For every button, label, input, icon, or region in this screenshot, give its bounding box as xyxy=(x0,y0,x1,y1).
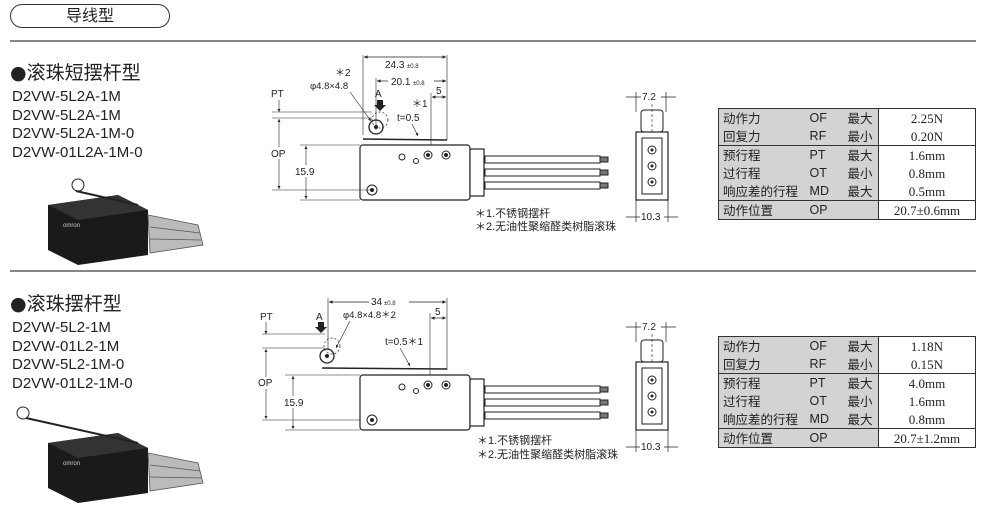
spec-cell: 最小 xyxy=(843,164,879,182)
spec-cell: ±0.8 xyxy=(407,64,419,70)
model-number: D2VW-01L2-1M xyxy=(12,337,120,355)
spec-cell: 20.7±0.6mm xyxy=(878,200,976,220)
model-number: D2VW-5L2A-1M xyxy=(12,88,121,105)
model-list: D2VW-5L2A-1M D2VW-5L2A-1M D2VW-5L2A-1M-0… xyxy=(12,88,143,162)
spec-cell: 0.5mm xyxy=(878,182,976,201)
spec-cell: ＊1 xyxy=(412,99,428,110)
spec-cell: 7.2 xyxy=(642,322,656,333)
spec-cell: 10.3 xyxy=(641,442,661,453)
spec-cell: 过行程 xyxy=(718,164,806,182)
spec-cell: 0.20N xyxy=(878,127,976,146)
model-number: D2VW-5L2A-1M-0 xyxy=(12,125,135,142)
spec-cell: MD xyxy=(805,410,844,429)
spec-cell: ＊2 xyxy=(335,68,351,79)
spec-cell: 7.2 xyxy=(642,92,656,103)
spec-cell: 最小 xyxy=(843,355,879,374)
dimension-drawing: 34±0.8 5 φ4.8×4.8＊2 A t=0.5＊1 PT OP 15.9… xyxy=(257,296,678,461)
section-header-pill: 导线型 xyxy=(10,4,170,28)
spec-cell: φ4.8×4.8＊2 xyxy=(343,310,396,321)
spec-cell: 最大 xyxy=(843,336,879,355)
spec-cell: 最大 xyxy=(843,410,879,429)
spec-cell: 最大 xyxy=(843,145,879,164)
spec-cell: OP xyxy=(271,149,286,160)
spec-cell: 2.25N xyxy=(878,108,976,127)
spec-cell: 20.1 xyxy=(391,77,411,88)
spec-cell: 10.3 xyxy=(641,212,661,223)
spec-cell: φ4.8×4.8 xyxy=(310,81,348,92)
spec-cell: PT xyxy=(805,145,844,164)
spec-cell: OF xyxy=(805,108,844,127)
spec-cell: RF xyxy=(805,127,844,146)
spec-cell: 0.15N xyxy=(878,355,976,374)
spec-cell: 动作位置 xyxy=(718,200,806,220)
spec-cell: 0.8mm xyxy=(878,164,976,182)
spec-cell: ＊2.无油性聚缩醛类树脂滚珠 xyxy=(477,447,618,461)
spec-cell: A xyxy=(375,89,382,100)
model-number: D2VW-5L2-1M-0 xyxy=(12,356,125,373)
model-number: D2VW-5L2-1M xyxy=(12,319,111,336)
spec-cell xyxy=(843,428,879,448)
spec-cell: ＊1.不锈钢摆杆 xyxy=(477,433,552,447)
spec-cell: PT xyxy=(805,373,844,392)
model-list: D2VW-5L2-1M D2VW-01L2-1M D2VW-5L2-1M-0 D… xyxy=(12,319,133,393)
spec-cell: 1.18N xyxy=(878,336,976,355)
spec-cell: OT xyxy=(805,392,844,410)
product-photo xyxy=(47,178,204,266)
spec-cell xyxy=(843,200,879,220)
spec-cell: 24.3 xyxy=(385,60,405,71)
spec-cell: 4.0mm xyxy=(878,373,976,392)
spec-cell: 动作力 xyxy=(718,108,806,127)
spec-cell: 5 xyxy=(436,86,442,97)
section-title: ●滚珠短摆杆型 xyxy=(10,62,141,84)
spec-cell: 预行程 xyxy=(718,373,806,392)
spec-cell: 15.9 xyxy=(295,167,315,178)
spec-cell: ±0.8 xyxy=(384,301,396,307)
spec-cell: 回复力 xyxy=(718,127,806,146)
spec-cell: 最大 xyxy=(843,182,879,201)
spec-cell: 动作位置 xyxy=(718,428,806,448)
spec-cell: ＊1.不锈钢摆杆 xyxy=(475,206,550,220)
spec-cell: 响应差的行程 xyxy=(718,410,806,429)
divider xyxy=(10,40,976,42)
section-title: ●滚珠摆杆型 xyxy=(10,293,122,315)
spec-cell: 最小 xyxy=(843,392,879,410)
dimension-drawing: 24.3±0.8 20.1±0.8 5 ＊2 φ4.8×4.8 A ＊1 t=0… xyxy=(270,55,678,233)
spec-cell: OP xyxy=(805,428,844,448)
spec-cell: 34 xyxy=(371,297,383,308)
spec-cell: 最大 xyxy=(843,108,879,127)
spec-cell: MD xyxy=(805,182,844,201)
spec-cell: t=0.5＊1 xyxy=(385,337,424,348)
model-number: D2VW-5L2A-1M xyxy=(12,106,121,124)
spec-cell: PT xyxy=(271,89,284,100)
spec-cell: 回复力 xyxy=(718,355,806,374)
spec-cell: OP xyxy=(258,378,273,389)
spec-cell: 最小 xyxy=(843,127,879,146)
spec-cell: RF xyxy=(805,355,844,374)
spec-cell: 0.8mm xyxy=(878,410,976,429)
spec-cell: OP xyxy=(805,200,844,220)
spec-cell: 动作力 xyxy=(718,336,806,355)
spec-cell: 20.7±1.2mm xyxy=(878,428,976,448)
spec-cell: 1.6mm xyxy=(878,392,976,410)
spec-cell: 过行程 xyxy=(718,392,806,410)
spec-cell: ＊2.无油性聚缩醛类树脂滚珠 xyxy=(475,219,616,233)
spec-cell: 5 xyxy=(435,307,441,318)
spec-cell: OT xyxy=(805,164,844,182)
spec-cell: 15.9 xyxy=(284,398,304,409)
spec-cell: 预行程 xyxy=(718,145,806,164)
spec-cell: A xyxy=(316,312,323,323)
spec-cell: OF xyxy=(805,336,844,355)
spec-cell: 1.6mm xyxy=(878,145,976,164)
spec-cell: 响应差的行程 xyxy=(718,182,806,201)
divider xyxy=(10,270,976,272)
product-photo xyxy=(16,406,204,504)
model-number: D2VW-01L2A-1M-0 xyxy=(12,143,143,161)
model-number: D2VW-01L2-1M-0 xyxy=(12,374,133,392)
spec-cell: PT xyxy=(260,312,273,323)
spec-cell: ±0.8 xyxy=(413,81,425,87)
spec-cell: 最大 xyxy=(843,373,879,392)
spec-cell: t=0.5 xyxy=(397,113,420,124)
